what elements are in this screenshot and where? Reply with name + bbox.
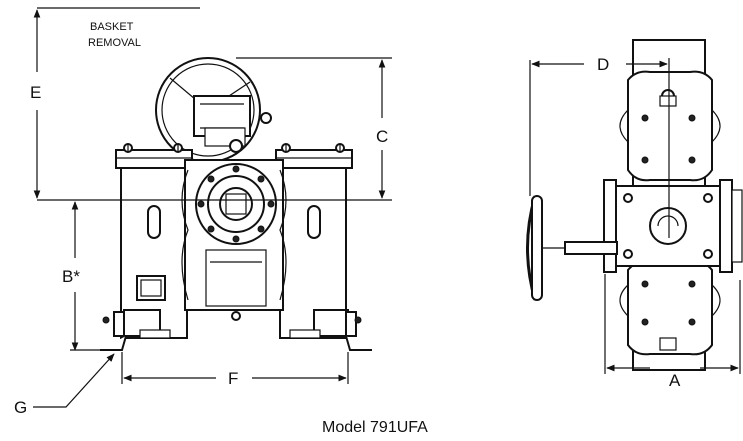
upper-basket-cover: [619, 70, 721, 182]
dim-label-d: D: [597, 55, 609, 74]
dim-label-b: B*: [62, 267, 80, 286]
dimension-lines-front: [33, 7, 392, 408]
dim-label-g: G: [14, 398, 27, 417]
dimension-lines-side: [529, 60, 741, 374]
dim-label-e: E: [30, 83, 41, 102]
handwheel-side: [526, 195, 618, 301]
basket-removal-label-line2: REMOVAL: [88, 37, 141, 49]
front-view: [33, 7, 392, 408]
center-valve-body: [139, 139, 321, 339]
dim-label-c: C: [376, 127, 388, 146]
model-caption: Model 791UFA: [322, 419, 428, 436]
side-view: [526, 39, 743, 374]
side-center-body: [603, 179, 743, 273]
left-basket-chamber: [100, 143, 193, 351]
handwheel-front: [155, 57, 272, 163]
dim-label-a: A: [669, 371, 681, 390]
lower-basket-cover: [619, 260, 721, 356]
right-basket-chamber: [275, 143, 372, 351]
dim-label-f: F: [228, 369, 238, 388]
basket-removal-label-line1: BASKET: [90, 21, 134, 33]
